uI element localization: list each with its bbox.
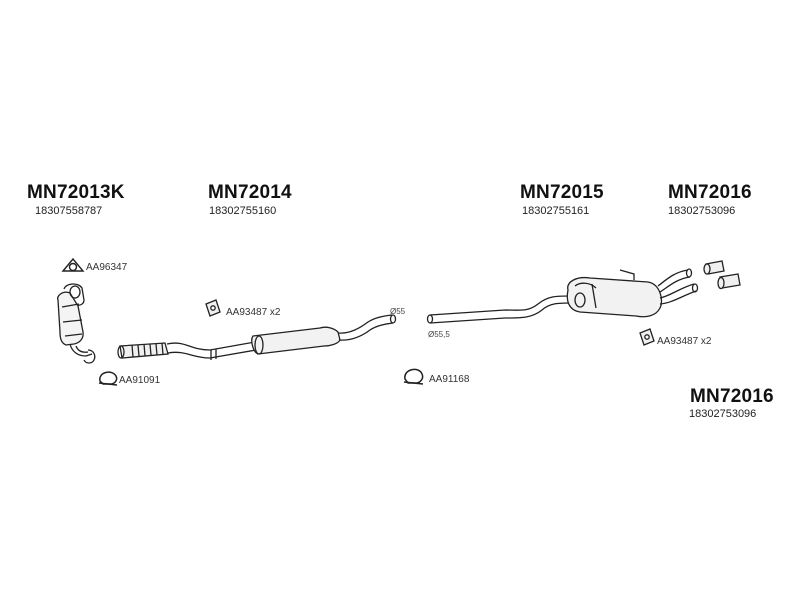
clamp-mid-part — [403, 368, 424, 385]
part-number-label: MN72015 — [520, 182, 604, 203]
rear-muffler-part — [426, 268, 699, 324]
tailpipe-tips-part — [703, 260, 741, 290]
hanger-front-part — [205, 299, 221, 317]
clamp-front-part — [98, 371, 118, 386]
clamp-front-label: AA91091 — [119, 375, 161, 386]
part-number-label: MN72016 — [668, 182, 752, 203]
oem-number-label: 18302755161 — [522, 205, 590, 217]
front-pipe-part — [117, 314, 397, 360]
hanger-front-label: AA93487 x2 — [226, 307, 281, 318]
rear-pipe-diameter-label: Ø55,5 — [428, 330, 450, 339]
gasket-part — [61, 257, 85, 272]
oem-number-label: 18302755160 — [209, 205, 277, 217]
oem-number-label: 18302753096 — [689, 408, 757, 420]
front-pipe-diameter-label: Ø55 — [390, 307, 406, 316]
clamp-mid-label: AA91168 — [429, 374, 470, 385]
part-number-label: MN72016 — [690, 386, 774, 407]
hanger-rear-part — [639, 328, 655, 346]
gasket-label: AA96347 — [86, 262, 128, 273]
part-number-label: MN72013K — [27, 182, 125, 203]
oem-number-label: 18302753096 — [668, 205, 736, 217]
catalytic-converter-part — [57, 283, 96, 364]
oem-number-label: 18307558787 — [35, 205, 103, 217]
hanger-rear-label: AA93487 x2 — [657, 336, 712, 347]
part-number-label: MN72014 — [208, 182, 292, 203]
